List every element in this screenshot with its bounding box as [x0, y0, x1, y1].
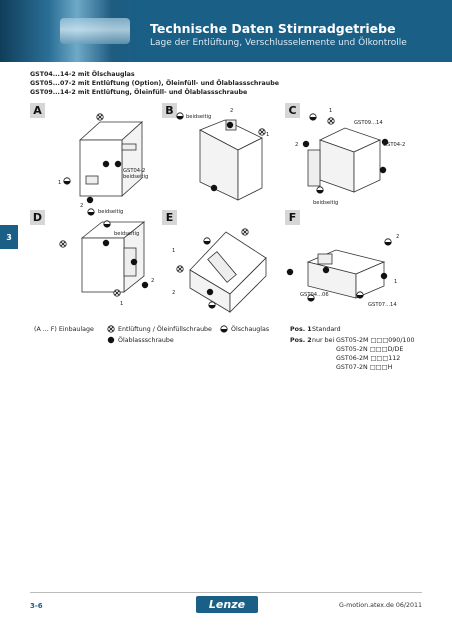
- pos2-model: GST06-2M □□□112: [336, 355, 401, 362]
- diagram-a: [78, 121, 144, 197]
- drain-icon: [141, 281, 149, 289]
- vent-icon: [327, 117, 335, 125]
- diagram-b: [199, 119, 263, 201]
- label-number: 2: [172, 290, 175, 296]
- chapter-tab[interactable]: 3: [0, 225, 18, 249]
- panel-label-a: A: [30, 103, 45, 118]
- label-beidseitig: beidseitig: [186, 114, 211, 120]
- vent-icon: [113, 289, 121, 297]
- sight-glass-icon: [176, 112, 184, 120]
- vent-icon: [96, 113, 104, 121]
- pos2-model: GST07-2N □□□H: [336, 364, 393, 371]
- page-number: 3-6: [30, 602, 43, 610]
- intro-line-3: GST09...14-2 mit Entlüftung, Öleinfüll- …: [30, 89, 248, 96]
- legend-mounting: (A ... F) Einbaulage: [34, 326, 94, 333]
- page-title: Technische Daten Stirnradgetriebe: [150, 21, 396, 36]
- label-beidseitig: beidseitig: [313, 200, 338, 206]
- drain-icon: [286, 268, 294, 276]
- footer-divider: [30, 592, 422, 593]
- intro-line-2: GST05...07-2 mit Entlüftung (Option), Öl…: [30, 80, 280, 87]
- vent-icon: [258, 128, 266, 136]
- label-number: 2: [396, 234, 399, 240]
- pos2-label: Pos. 2: [290, 337, 312, 344]
- label-beidseitig: beidseitig: [98, 209, 123, 215]
- drain-icon: [226, 121, 234, 129]
- label-gst09-14: GST09...14: [354, 120, 383, 126]
- label-number: 1: [120, 301, 123, 307]
- drain-icon: [102, 160, 110, 168]
- label-number: 2: [80, 203, 83, 209]
- sight-glass-icon: [208, 301, 216, 309]
- document-reference: G-motion.atex.de 06/2011: [338, 602, 422, 609]
- sight-glass-icon: [87, 208, 95, 216]
- vent-icon: [59, 240, 67, 248]
- pos2-prefix: nur bei: [312, 337, 335, 344]
- drain-icon: [210, 184, 218, 192]
- sight-glass-icon: [203, 237, 211, 245]
- sight-glass-icon: [356, 291, 364, 299]
- label-beidseitig: beidseitig: [123, 174, 148, 180]
- pos2-model: GST05-2N □□□D/DE: [336, 346, 404, 353]
- label-number: 2: [295, 142, 298, 148]
- label-number: 1: [266, 132, 269, 138]
- pos2-model: GST05-2M □□□090/100: [336, 337, 415, 344]
- panel-label-d: D: [30, 210, 45, 225]
- drain-icon: [302, 140, 310, 148]
- sight-glass-icon: [103, 220, 111, 228]
- label-gst04-06: GST04...06: [300, 292, 329, 298]
- label-number: 1: [58, 180, 61, 186]
- label-number: 1: [172, 248, 175, 254]
- panel-label-f: F: [285, 210, 300, 225]
- diagram-f: [306, 249, 386, 299]
- diagram-d: [80, 221, 146, 293]
- sight-glass-icon: [63, 177, 71, 185]
- drain-icon: [322, 266, 330, 274]
- panel-label-c: C: [285, 103, 300, 118]
- drain-icon: [107, 336, 115, 344]
- diagram-c: [307, 127, 382, 193]
- sight-glass-icon: [384, 238, 392, 246]
- pos1-label: Pos. 1: [290, 326, 312, 333]
- sight-glass-icon: [316, 186, 324, 194]
- sight-glass-icon: [309, 113, 317, 121]
- label-gst07-14: GST07...14: [368, 302, 397, 308]
- vent-icon: [241, 228, 249, 236]
- label-number: 2: [151, 278, 154, 284]
- legend-drain: Ölablassschraube: [118, 337, 174, 344]
- label-number: 1: [394, 279, 397, 285]
- panel-label-b: B: [162, 103, 177, 118]
- label-number: 1: [329, 108, 332, 114]
- drain-icon: [380, 272, 388, 280]
- page-subtitle: Lage der Entlüftung, Verschlusselemente …: [150, 38, 407, 48]
- lenze-logo: Lenze: [196, 596, 258, 613]
- label-beidseitig: beidseitig: [114, 231, 139, 237]
- vent-icon: [107, 325, 115, 333]
- drain-icon: [114, 160, 122, 168]
- drain-icon: [86, 196, 94, 204]
- panel-label-e: E: [162, 210, 177, 225]
- diagram-e: [189, 231, 267, 313]
- sight-glass-icon: [220, 325, 228, 333]
- drain-icon: [130, 258, 138, 266]
- page-header: Technische Daten Stirnradgetriebe Lage d…: [0, 0, 452, 62]
- label-gst04-2: GST04-2: [383, 142, 405, 148]
- legend-vent: Entlüftung / Öleinfüllschraube: [118, 326, 212, 333]
- label-gst04-2: GST04-2: [123, 168, 145, 174]
- header-photo: [0, 0, 140, 62]
- legend-sightglass: Ölschauglas: [231, 326, 270, 333]
- label-number: 2: [230, 108, 233, 114]
- drain-icon: [379, 166, 387, 174]
- drain-icon: [206, 288, 214, 296]
- drain-icon: [102, 239, 110, 247]
- intro-line-1: GST04...14-2 mit Ölschauglas: [30, 71, 135, 78]
- vent-icon: [176, 265, 184, 273]
- pos1-value: Standard: [312, 326, 341, 333]
